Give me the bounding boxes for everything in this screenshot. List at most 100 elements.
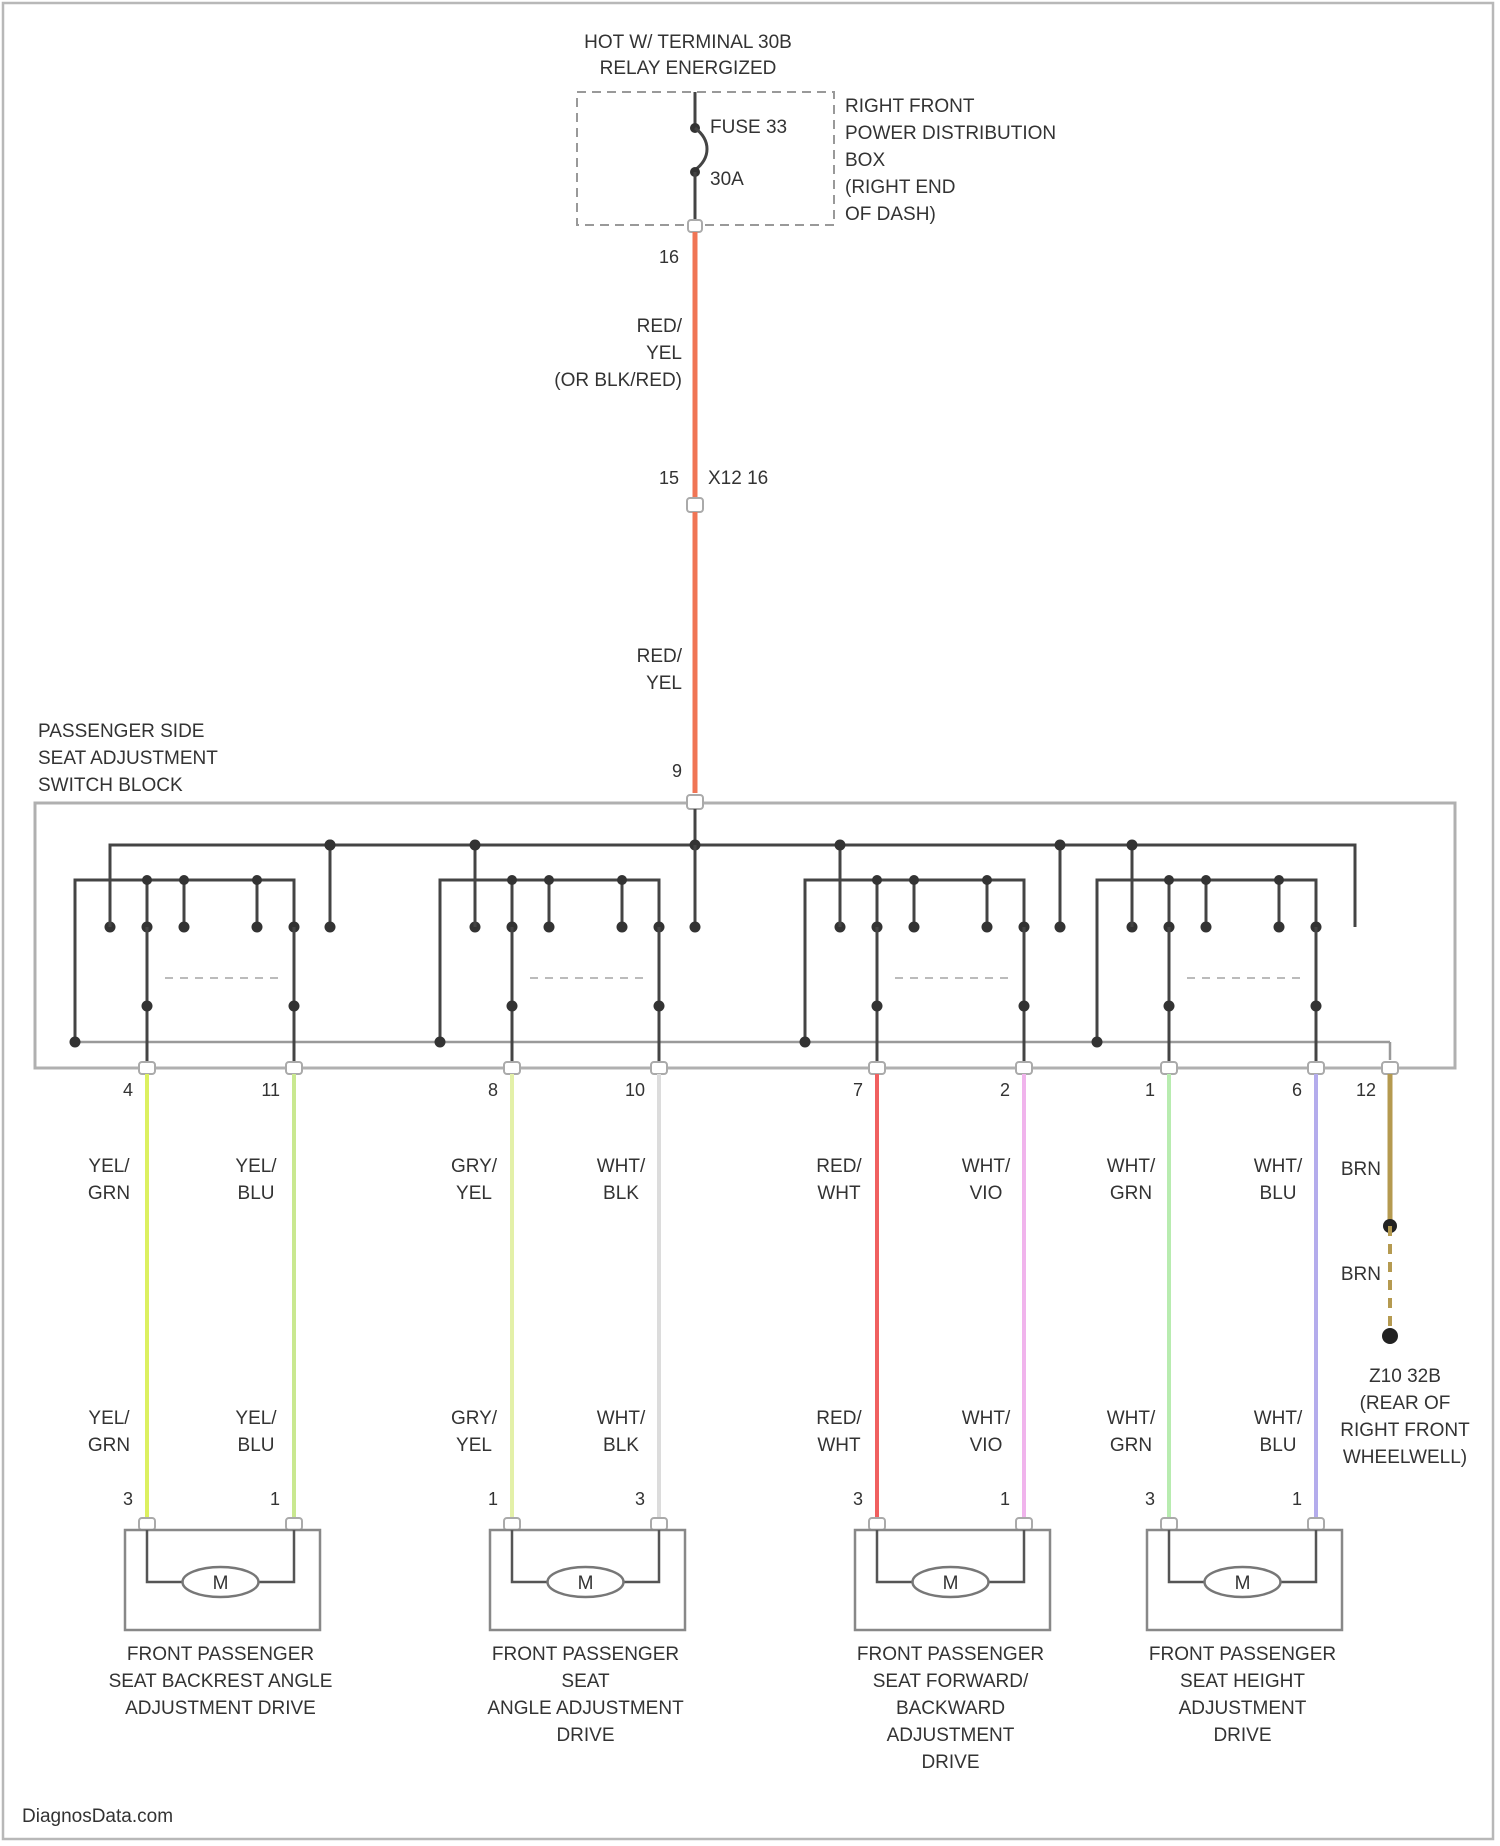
switch-contact-top — [142, 875, 152, 885]
wire-pin-bottom: 3 — [123, 1489, 133, 1509]
switch-contact — [1201, 922, 1212, 933]
switch-unit-ground-junction — [800, 1037, 811, 1048]
wire-label-bottom-1: RED/ — [816, 1408, 862, 1429]
switch-unit-2 — [435, 845, 665, 1068]
motor-label-line-5: DRIVE — [921, 1752, 979, 1773]
motor-terminal-left — [869, 1518, 885, 1530]
switch-unit-ground-junction — [70, 1037, 81, 1048]
ground-label-2: (REAR OF — [1360, 1393, 1451, 1414]
motor-lead-left — [512, 1530, 548, 1582]
motor-2: MFRONT PASSENGERSEATANGLE ADJUSTMENTDRIV… — [487, 1518, 685, 1746]
wire-pin-bottom: 3 — [1145, 1489, 1155, 1509]
switch-output-terminal — [1161, 1062, 1177, 1074]
wire-8: 6WHT/BLUWHT/BLU1 — [1254, 1074, 1316, 1518]
motor-symbol: M — [213, 1573, 229, 1594]
motor-terminal-left — [1161, 1518, 1177, 1530]
wire-pin-bottom: 1 — [1000, 1489, 1010, 1509]
wire-label-top-2: BLK — [603, 1183, 639, 1204]
motor-label-line-3: ANGLE ADJUSTMENT — [487, 1698, 684, 1719]
feed-lower-label-1: RED/ — [637, 646, 683, 667]
switch-output-junction — [142, 1001, 153, 1012]
box-label-line-5: OF DASH) — [845, 204, 936, 225]
switch-contact-top — [909, 875, 919, 885]
box-label-line-3: BOX — [845, 150, 885, 171]
footer-watermark: DiagnosData.com — [22, 1806, 173, 1827]
wire-label-bottom-2: GRN — [88, 1435, 130, 1456]
bus-drop-center-contact — [690, 922, 701, 933]
switch-unit-1 — [70, 845, 300, 1068]
wire-label-top-2: YEL — [456, 1183, 492, 1204]
motor-terminal-right — [1308, 1518, 1324, 1530]
wire-1: 4YEL/GRNYEL/GRN3 — [88, 1074, 147, 1518]
wire-label-bottom-2: BLU — [1260, 1435, 1297, 1456]
switch-contact-top — [544, 875, 554, 885]
motor-label-line-4: DRIVE — [556, 1725, 614, 1746]
switch-output-junction — [654, 1001, 665, 1012]
wire-pin-top: 6 — [1292, 1080, 1302, 1100]
wire-label-top-1: WHT/ — [962, 1156, 1011, 1177]
motor-terminal-left — [139, 1518, 155, 1530]
wire-pin-top: 8 — [488, 1080, 498, 1100]
motor-symbol: M — [943, 1573, 959, 1594]
feed-upper-label-3: (OR BLK/RED) — [554, 370, 682, 391]
hot-label-line-1: HOT W/ TERMINAL 30B — [584, 32, 792, 53]
wire-label-bottom-1: YEL/ — [88, 1408, 130, 1429]
motor-label-line-4: DRIVE — [1213, 1725, 1271, 1746]
wire-pin-top: 4 — [123, 1080, 133, 1100]
switch-output-terminal — [1016, 1062, 1032, 1074]
motor-label-line-3: ADJUSTMENT DRIVE — [125, 1698, 316, 1719]
bus-tap-contact — [325, 922, 336, 933]
motor-label-line-3: BACKWARD — [896, 1698, 1005, 1719]
motor-terminal-left — [504, 1518, 520, 1530]
switch-contact-top — [617, 875, 627, 885]
switch-contact — [252, 922, 263, 933]
switch-input-pin: 9 — [672, 761, 682, 781]
switch-contact-top — [507, 875, 517, 885]
bus-junction — [470, 840, 481, 851]
wire-label-top-2: WHT — [817, 1183, 861, 1204]
fuse-icon — [695, 128, 707, 170]
switch-output-terminal — [651, 1062, 667, 1074]
motor-label-line-1: FRONT PASSENGER — [492, 1644, 679, 1665]
switch-output-terminal — [139, 1062, 155, 1074]
motor-lead-right — [1281, 1530, 1317, 1582]
switch-block-label-1: PASSENGER SIDE — [38, 721, 204, 742]
box-label-line-1: RIGHT FRONT — [845, 96, 975, 117]
wire-pin-bottom: 3 — [635, 1489, 645, 1509]
wire-pin-bottom: 3 — [853, 1489, 863, 1509]
motor-lead-left — [1169, 1530, 1205, 1582]
switch-contact — [909, 922, 920, 933]
motor-lead-left — [147, 1530, 183, 1582]
wire-label-top-1: WHT/ — [1107, 1156, 1156, 1177]
wire-label-bottom-2: GRN — [1110, 1435, 1152, 1456]
wire-label-top-2: BLU — [1260, 1183, 1297, 1204]
wire-label-top-2: GRN — [88, 1183, 130, 1204]
ground-pin: 12 — [1356, 1080, 1376, 1100]
wire-label-top-1: WHT/ — [1254, 1156, 1303, 1177]
switch-contact — [617, 922, 628, 933]
wire-label-top-2: BLU — [238, 1183, 275, 1204]
motor-label-line-1: FRONT PASSENGER — [1149, 1644, 1336, 1665]
switch-contact-top — [1201, 875, 1211, 885]
motor-symbol: M — [1235, 1573, 1251, 1594]
switch-contact-top — [179, 875, 189, 885]
wire-pin-top: 10 — [625, 1080, 645, 1100]
wire-pin-bottom: 1 — [270, 1489, 280, 1509]
motor-label-line-2: SEAT HEIGHT — [1180, 1671, 1305, 1692]
feed-upper-label-2: YEL — [646, 343, 682, 364]
motor-3: MFRONT PASSENGERSEAT FORWARD/BACKWARDADJ… — [855, 1518, 1050, 1773]
wire-5: 7RED/WHTRED/WHT3 — [816, 1074, 877, 1518]
switch-output-junction — [872, 1001, 883, 1012]
wire-pin-top: 7 — [853, 1080, 863, 1100]
inline-connector — [687, 498, 703, 512]
bus-junction — [835, 840, 846, 851]
bus-tap-junction — [1055, 840, 1066, 851]
switch-unit-ground-junction — [1092, 1037, 1103, 1048]
wire-2: 11YEL/BLUYEL/BLU1 — [235, 1074, 294, 1518]
box-label-line-2: POWER DISTRIBUTION — [845, 123, 1056, 144]
switch-block: PASSENGER SIDE SEAT ADJUSTMENT SWITCH BL… — [35, 721, 1455, 1074]
switch-unit-ground-junction — [435, 1037, 446, 1048]
